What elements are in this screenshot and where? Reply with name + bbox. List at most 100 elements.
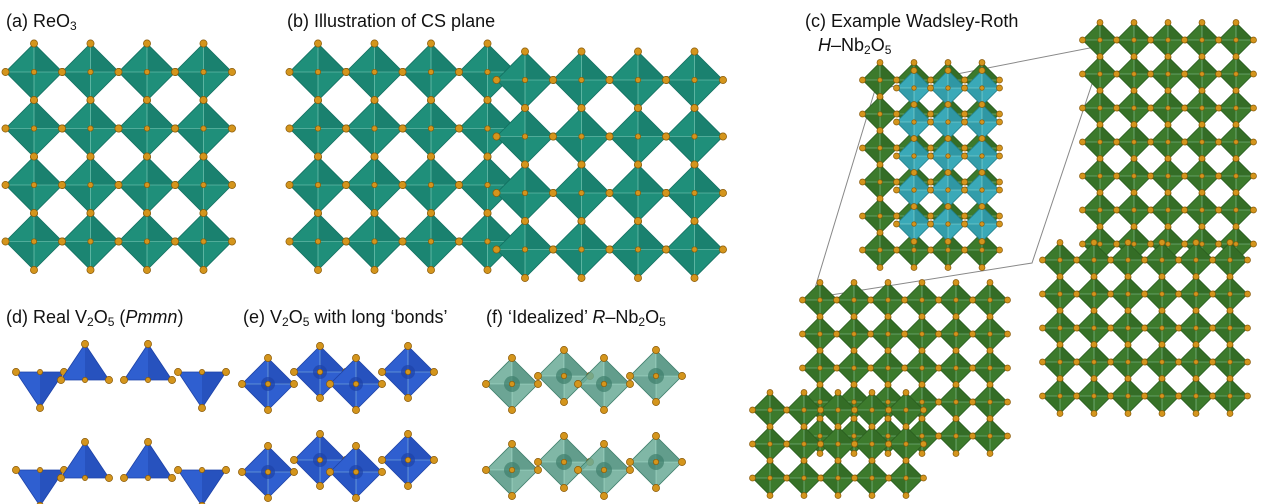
octahedron-shade bbox=[1162, 242, 1180, 260]
oxygen-atom bbox=[1226, 307, 1234, 314]
oxygen-atom bbox=[398, 68, 407, 76]
octahedron-shade bbox=[1202, 158, 1220, 176]
oxygen-atom bbox=[492, 132, 501, 141]
oxygen-atom bbox=[927, 76, 934, 84]
octahedron-shade bbox=[804, 460, 822, 478]
oxygen-atom bbox=[996, 76, 1003, 84]
oxygen-atom bbox=[1232, 189, 1240, 196]
pyramid-shade bbox=[148, 344, 172, 380]
oxygen-atom bbox=[652, 458, 660, 466]
octahedron-shade bbox=[1060, 378, 1078, 396]
octahedron-shade bbox=[1236, 158, 1254, 176]
octahedron-shade bbox=[318, 43, 347, 72]
oxygen-atom bbox=[1175, 324, 1182, 332]
octahedron-shade bbox=[1110, 260, 1128, 278]
octahedron-shade bbox=[938, 402, 956, 420]
octahedron-shade bbox=[638, 164, 667, 193]
oxygen-atom bbox=[859, 110, 866, 118]
oxygen-atom bbox=[867, 364, 874, 372]
oxygen-atom bbox=[200, 238, 207, 245]
oxygen-atom bbox=[290, 468, 298, 476]
oxygen-atom bbox=[767, 407, 773, 413]
oxygen-atom bbox=[370, 152, 379, 161]
octahedron-shade bbox=[1128, 378, 1146, 396]
octahedron-shade bbox=[914, 206, 932, 224]
oxygen-atom bbox=[290, 380, 298, 388]
octahedron-shade bbox=[990, 350, 1008, 368]
oxygen-atom bbox=[869, 441, 875, 447]
oxygen-atom bbox=[869, 407, 875, 413]
octahedron-shade bbox=[1230, 276, 1248, 294]
oxygen-atom bbox=[918, 347, 926, 354]
oxygen-atom bbox=[766, 492, 774, 499]
oxygen-atom bbox=[1165, 37, 1171, 43]
oxygen-atom bbox=[1096, 87, 1104, 94]
oxygen-atom bbox=[1244, 392, 1251, 400]
oxygen-atom bbox=[1250, 240, 1257, 248]
oxygen-atom bbox=[876, 127, 884, 134]
oxygen-atom bbox=[817, 297, 823, 303]
octahedron-shade bbox=[1110, 362, 1128, 380]
oxygen-atom bbox=[171, 68, 179, 76]
oxygen-atom bbox=[1113, 172, 1120, 180]
octahedron-shade bbox=[904, 334, 922, 352]
oxygen-atom bbox=[859, 144, 866, 152]
oxygen-atom bbox=[877, 213, 883, 219]
octahedron-shade bbox=[1134, 226, 1152, 244]
oxygen-atom bbox=[427, 209, 435, 217]
oxygen-atom bbox=[719, 76, 727, 84]
oxygen-atom bbox=[1079, 104, 1086, 112]
oxygen-atom bbox=[1164, 87, 1172, 94]
oxygen-atom bbox=[978, 67, 986, 74]
oxygen-atom bbox=[893, 186, 900, 194]
octahedron-shade bbox=[990, 384, 1008, 402]
panel-e-v2o5-long-bonds-structure bbox=[238, 342, 438, 502]
octahedron-shade bbox=[581, 108, 610, 137]
octahedron-shade bbox=[948, 206, 966, 224]
octahedron-shade bbox=[804, 392, 822, 410]
oxygen-atom bbox=[316, 430, 324, 438]
oxygen-atom bbox=[1090, 239, 1098, 246]
octahedron-shade bbox=[118, 185, 147, 214]
octahedron-shade bbox=[1076, 362, 1094, 380]
octahedron-shade bbox=[320, 346, 346, 372]
octahedron-shade bbox=[1116, 108, 1134, 126]
oxygen-atom bbox=[1164, 19, 1172, 26]
oxygen-atom bbox=[81, 438, 89, 446]
oxygen-atom bbox=[605, 245, 614, 254]
octahedron-shade bbox=[956, 384, 974, 402]
oxygen-atom bbox=[1227, 325, 1233, 331]
oxygen-atom bbox=[1131, 241, 1137, 247]
oxygen-atom bbox=[817, 331, 823, 337]
oxygen-atom bbox=[634, 76, 642, 84]
oxygen-atom bbox=[876, 195, 884, 202]
octahedron-shade bbox=[972, 334, 990, 352]
oxygen-atom bbox=[1096, 155, 1104, 162]
octahedron-shade bbox=[930, 250, 948, 268]
oxygen-atom bbox=[945, 221, 951, 227]
oxygen-atom bbox=[577, 104, 586, 112]
oxygen-atom bbox=[944, 59, 952, 66]
oxygen-atom bbox=[1209, 324, 1216, 332]
oxygen-atom bbox=[1125, 291, 1131, 297]
oxygen-atom bbox=[199, 266, 208, 274]
octahedron-shade bbox=[1128, 344, 1146, 362]
panel-d-v2o5-real-structure bbox=[12, 340, 230, 504]
octahedron-shade bbox=[938, 300, 956, 318]
oxygen-atom bbox=[87, 125, 94, 132]
octahedron-shade bbox=[1100, 226, 1118, 244]
oxygen-atom bbox=[1130, 155, 1138, 162]
octahedron-shade bbox=[770, 460, 788, 478]
octahedron-shade bbox=[694, 164, 723, 193]
octahedron-shade bbox=[666, 249, 695, 278]
octahedron-shade bbox=[838, 426, 856, 444]
octahedron-shade bbox=[1060, 242, 1078, 260]
octahedron-shade bbox=[1236, 56, 1254, 74]
oxygen-atom bbox=[766, 457, 774, 464]
oxygen-atom bbox=[37, 369, 43, 375]
octahedron-shade bbox=[1178, 294, 1196, 312]
oxygen-atom bbox=[978, 264, 986, 271]
oxygen-atom bbox=[1097, 105, 1103, 111]
oxygen-atom bbox=[577, 160, 586, 169]
oxygen-atom bbox=[352, 354, 360, 362]
